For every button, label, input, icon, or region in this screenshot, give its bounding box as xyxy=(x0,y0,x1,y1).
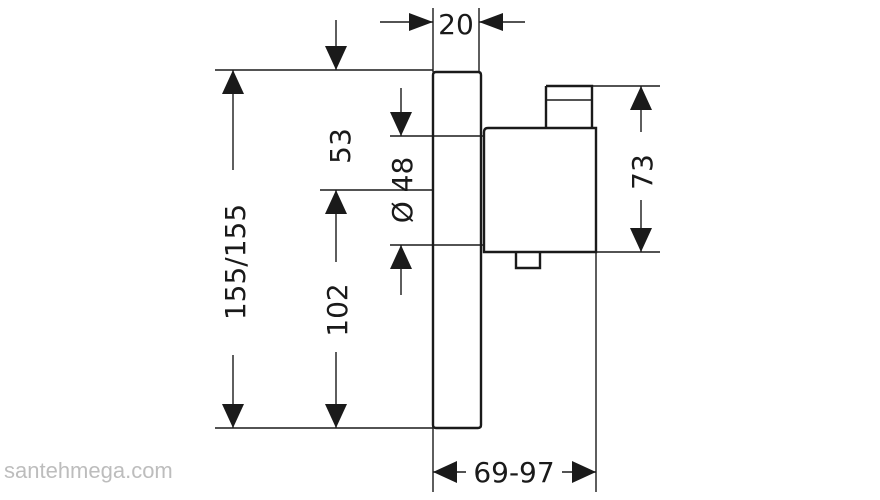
arrow-up xyxy=(325,190,347,214)
dim-lower-offset: 102 xyxy=(321,190,354,428)
dim-upper-offset: 53 xyxy=(324,128,357,164)
arrow-down xyxy=(630,228,652,252)
dim-overall-height: 155/155 xyxy=(219,70,252,428)
arrow-up xyxy=(222,70,244,94)
dim-lower-offset-label: 102 xyxy=(321,283,354,336)
cover-plate xyxy=(431,70,483,430)
arrow-right xyxy=(572,461,596,483)
dim-top-width: 20 xyxy=(380,8,525,41)
arrow-left xyxy=(433,461,457,483)
dim-diameter: Ø 48 xyxy=(386,88,419,295)
dim-upper-offset-top-arrow xyxy=(325,20,347,70)
dim-depth-label: 69-97 xyxy=(473,456,554,489)
dim-top-width-label: 20 xyxy=(438,8,474,41)
arrow-down xyxy=(325,404,347,428)
arrow-down xyxy=(390,112,412,136)
arrow-left xyxy=(479,13,503,31)
dim-body-height-label: 73 xyxy=(626,154,659,190)
dim-upper-offset-label: 53 xyxy=(324,128,357,164)
dim-diameter-label: Ø 48 xyxy=(386,157,419,224)
thermostat-body xyxy=(482,84,598,270)
extension-lines xyxy=(215,8,660,492)
dim-depth: 69-97 xyxy=(433,456,596,489)
dim-overall-height-label: 155/155 xyxy=(219,204,252,320)
arrow-down xyxy=(325,46,347,70)
watermark: santehmega.com xyxy=(4,458,173,483)
arrow-down xyxy=(222,404,244,428)
arrow-right xyxy=(409,13,433,31)
arrow-up xyxy=(390,245,412,269)
arrow-up xyxy=(630,86,652,110)
dim-body-height: 73 xyxy=(626,86,659,252)
